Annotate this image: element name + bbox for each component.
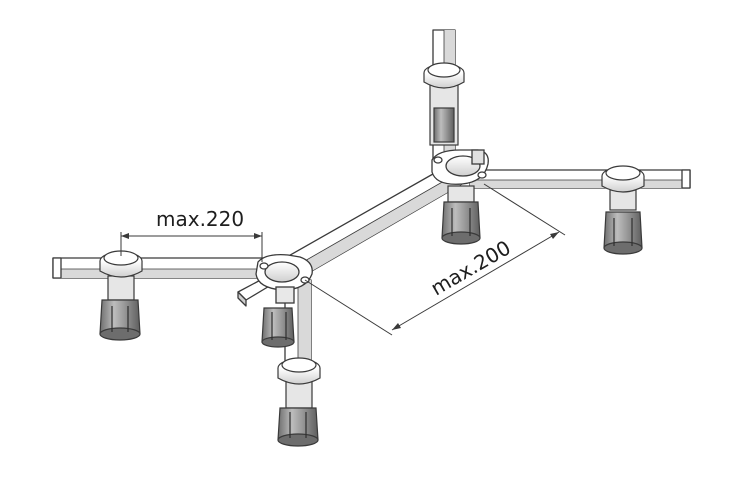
dimension-label-arm-spacing: max.220 — [156, 207, 244, 231]
joint-front — [255, 254, 313, 304]
dimension-arm-spacing — [120, 232, 263, 262]
frame-tubes — [52, 29, 691, 381]
foot-center-front — [261, 307, 295, 348]
foot-left — [99, 250, 143, 341]
dimension-label-diagonal-extension: max.200 — [427, 235, 515, 300]
diagonal-tube — [284, 169, 463, 276]
foot-center-rear — [441, 185, 481, 245]
dimension-diagonal-extension — [304, 183, 566, 336]
foot-front — [277, 357, 321, 447]
left-tube — [52, 257, 284, 279]
foot-right — [601, 165, 645, 255]
foot-back — [423, 62, 465, 146]
joint-rear — [431, 149, 489, 185]
right-tube — [469, 169, 691, 189]
